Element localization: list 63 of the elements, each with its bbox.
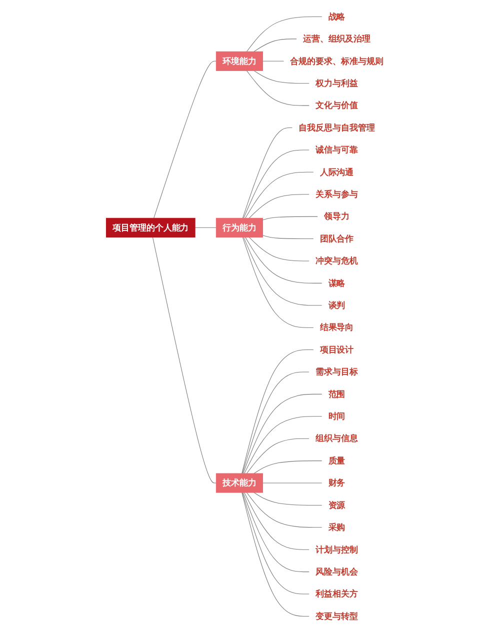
node-text: 关系与参与 <box>316 189 358 200</box>
connector <box>242 492 310 572</box>
connector <box>244 416 322 474</box>
connector <box>242 372 310 474</box>
node-text: 风险与机会 <box>316 566 358 577</box>
node-text: 需求与目标 <box>316 366 358 377</box>
connector <box>254 460 322 474</box>
node-text: 冲突与危机 <box>316 256 358 266</box>
connector <box>248 236 310 262</box>
node-text: 组织与信息 <box>316 433 358 444</box>
connector <box>254 38 297 52</box>
connector <box>244 492 310 550</box>
node-text: 文化与价值 <box>316 100 358 110</box>
node-text: 资源 <box>328 500 346 510</box>
node-text: 范围 <box>328 388 346 399</box>
node-text: 谈判 <box>328 300 346 310</box>
connector <box>242 492 310 594</box>
connector <box>245 236 322 284</box>
node-text: 质量 <box>328 456 346 466</box>
node-text: 谋略 <box>328 278 346 288</box>
node-text: 人际沟通 <box>320 166 354 177</box>
connector <box>262 235 314 240</box>
connector <box>246 492 322 528</box>
node-box: 技术能力 <box>216 473 264 493</box>
connector <box>194 227 217 228</box>
connector <box>248 194 310 218</box>
connector <box>154 60 217 218</box>
node-box: 环境能力 <box>216 51 264 71</box>
node-text: 财务 <box>328 478 346 488</box>
connector <box>242 128 293 218</box>
connector <box>246 438 310 474</box>
connector <box>242 236 314 328</box>
connector <box>245 172 314 218</box>
connector <box>254 70 310 84</box>
node-box: 行为能力 <box>216 218 264 238</box>
node-text: 自我反思与自我管理 <box>298 122 375 133</box>
connector <box>262 216 318 220</box>
node-text: 计划与控制 <box>316 544 358 554</box>
node-text: 利益相关方 <box>316 588 358 599</box>
connector <box>152 236 217 484</box>
connector <box>262 60 284 62</box>
connector <box>246 16 322 52</box>
connector <box>242 394 322 474</box>
node-text: 变更与转型 <box>316 610 358 621</box>
node-text: 项目设计 <box>320 344 354 355</box>
connector <box>246 70 310 106</box>
node-text: 采购 <box>328 522 346 532</box>
connector <box>243 236 322 306</box>
connector <box>243 150 310 218</box>
connector <box>242 492 310 616</box>
node-box: 项目管理的个人能力 <box>106 218 196 238</box>
node-text: 时间 <box>328 411 346 422</box>
node-text: 团队合作 <box>320 234 354 244</box>
node-text: 战略 <box>328 11 346 22</box>
node-text: 诚信与可靠 <box>316 144 358 155</box>
node-text: 领导力 <box>324 211 350 222</box>
connector <box>254 492 322 506</box>
connector <box>262 482 322 484</box>
node-text: 合规的要求、标准与规则 <box>290 56 384 66</box>
node-text: 运营、组织及治理 <box>302 34 371 44</box>
node-text: 结果导向 <box>320 322 354 332</box>
node-text: 权力与利益 <box>316 78 358 88</box>
connector <box>242 350 314 474</box>
